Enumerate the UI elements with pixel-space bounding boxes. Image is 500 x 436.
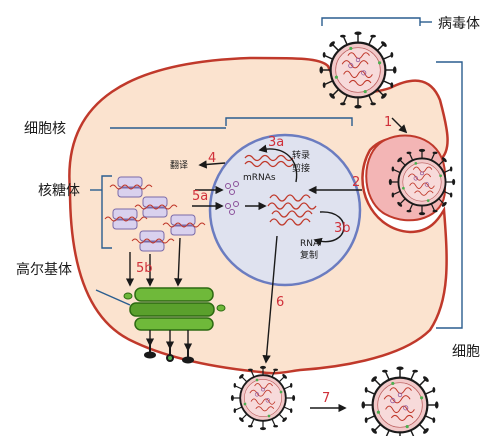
mrna-dots [225, 181, 239, 215]
step-5b: 5b [136, 261, 153, 276]
label-ribosome: 核糖体 [38, 183, 80, 199]
viral-rna-in-nucleus [244, 154, 317, 226]
step-5a: 5a [192, 189, 208, 204]
step-6: 6 [276, 295, 284, 310]
step-3a: 3a [268, 135, 284, 150]
label-cell: 细胞 [452, 344, 480, 360]
arrow-assembly [262, 235, 278, 364]
label-rna: RNA [300, 239, 320, 249]
step-4: 4 [208, 151, 216, 166]
ribosome-bracket [101, 175, 112, 249]
label-splicing: 剪接 [292, 162, 310, 174]
label-nucleus: 细胞核 [24, 121, 66, 137]
arrow-replication [313, 211, 345, 246]
golgi-leader [95, 289, 131, 306]
step-7: 7 [322, 391, 330, 406]
arrow-translation [198, 160, 226, 169]
label-replication: 复制 [300, 249, 318, 261]
released-virion [360, 365, 440, 436]
cell-bracket [436, 61, 463, 329]
step-1: 1 [384, 115, 392, 130]
step-2: 2 [352, 175, 360, 190]
arrow-5b-3 [174, 237, 183, 287]
process-arrows [125, 117, 408, 413]
budding-virion [229, 364, 297, 432]
label-translation: 翻译 [170, 160, 188, 171]
label-brackets [90, 17, 463, 329]
label-mrnas: mRNAs [243, 173, 276, 183]
endosome [365, 134, 457, 222]
label-transcription: 转录 [292, 149, 310, 161]
arrow-entry [391, 117, 408, 134]
arrow-transcription [258, 144, 298, 183]
step-3b: 3b [334, 221, 351, 236]
virus-bracket [321, 17, 421, 26]
nucleus [208, 133, 362, 287]
entering-virion [318, 30, 398, 110]
label-virus: 病毒体 [438, 16, 480, 32]
golgi-apparatus [123, 287, 226, 331]
label-golgi: 高尔基体 [16, 261, 72, 278]
nucleus-bracket [225, 117, 353, 126]
